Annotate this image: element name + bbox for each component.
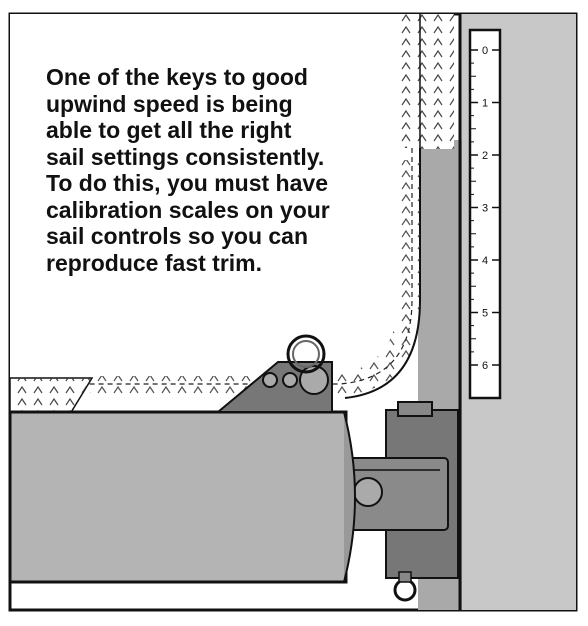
caption-line: upwind speed is being bbox=[46, 90, 293, 117]
scale-label: 2 bbox=[482, 150, 488, 162]
caption-line: sail controls so you can bbox=[46, 223, 309, 249]
caption-line: To do this, you must have bbox=[46, 170, 328, 196]
sail bbox=[10, 14, 420, 395]
scale-label: 3 bbox=[482, 203, 488, 215]
gooseneck-pin bbox=[353, 477, 383, 507]
caption: One of the keys to good upwind speed is … bbox=[46, 64, 386, 276]
calibration-scale: 0 1 2 3 4 5 6 bbox=[468, 28, 502, 400]
scale-label: 6 bbox=[482, 360, 488, 372]
caption-line: reproduce fast trim. bbox=[46, 249, 262, 276]
scale-label: 4 bbox=[482, 255, 488, 267]
tack-ring bbox=[286, 334, 326, 374]
boom bbox=[8, 410, 348, 584]
scale-label: 5 bbox=[482, 308, 488, 320]
scale-label: 1 bbox=[482, 98, 488, 110]
caption-line: able to get all the right bbox=[46, 117, 292, 143]
caption-line: calibration scales on your bbox=[46, 196, 330, 223]
caption-line: One of the keys to good bbox=[46, 64, 308, 90]
caption-line: sail settings consistently. bbox=[46, 143, 325, 170]
scale-label: 0 bbox=[482, 45, 488, 57]
